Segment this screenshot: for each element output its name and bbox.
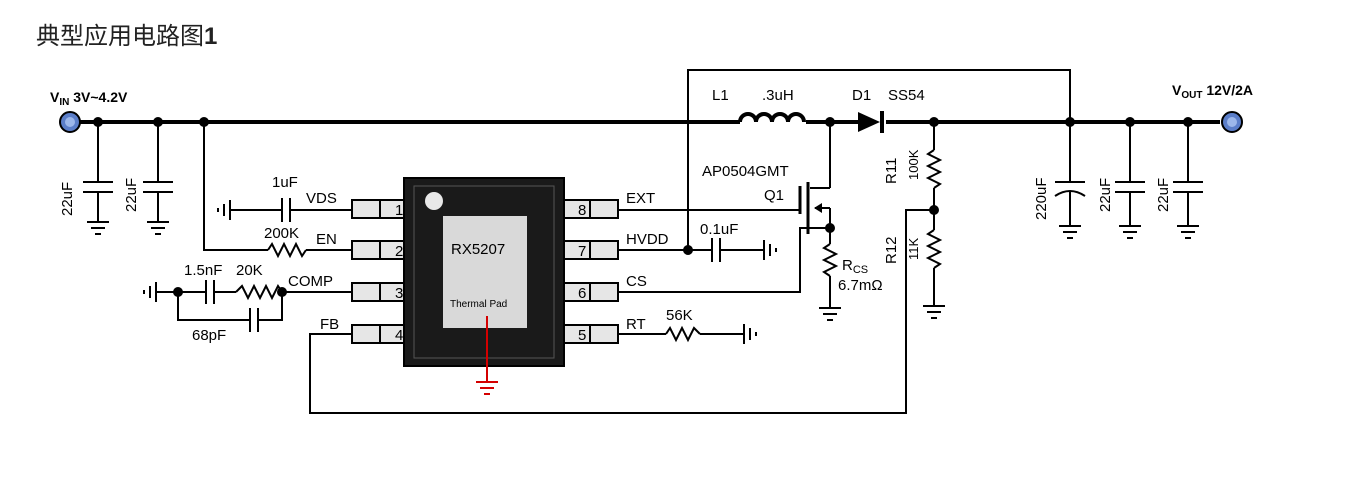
svg-text:3: 3: [395, 285, 403, 302]
resistor-r12: [923, 229, 945, 319]
feedback-wire: [309, 209, 934, 414]
cin2-label: 22uF: [123, 178, 140, 212]
rcs-label: RCS: [842, 257, 868, 276]
c-comp-label: 1.5nF: [184, 262, 222, 279]
thermal-pad-label: Thermal Pad: [450, 299, 507, 310]
output-capacitor-1: [1054, 122, 1086, 239]
pin-name-comp: COMP: [288, 273, 333, 290]
inductor-l1: [738, 112, 806, 123]
pin-5: 5: [563, 324, 619, 344]
svg-text:2: 2: [395, 243, 403, 260]
svg-text:5: 5: [578, 327, 586, 344]
output-capacitor-2: [1115, 122, 1145, 239]
vin-label: VIN 3V~4.2V: [50, 89, 128, 108]
vout-label: VOUT 12V/2A: [1172, 82, 1253, 101]
r-rt-label: 56K: [666, 307, 693, 324]
title-number: 1: [204, 23, 218, 50]
pin-name-en: EN: [316, 231, 337, 248]
pin-name-fb: FB: [320, 316, 339, 333]
svg-text:7: 7: [578, 243, 586, 260]
q1-part-label: AP0504GMT: [702, 163, 789, 180]
vds-capacitor: [217, 198, 352, 222]
cin1-label: 22uF: [59, 182, 76, 216]
svg-text:8: 8: [578, 202, 586, 219]
r-comp-label: 20K: [236, 262, 263, 279]
page-title: 典型应用电路图1: [36, 16, 217, 51]
q1-name-label: Q1: [764, 187, 784, 204]
pin-3: 3: [351, 282, 405, 302]
r11-value: 100K: [906, 149, 921, 180]
rcs-value: 6.7mΩ: [838, 277, 883, 294]
cout2-label: 22uF: [1097, 178, 1114, 212]
svg-text:6: 6: [578, 285, 586, 302]
pin-2: 2: [351, 240, 405, 260]
c-vds-label: 1uF: [272, 174, 298, 191]
l1-value: .3uH: [762, 87, 794, 104]
cout3-label: 22uF: [1155, 178, 1172, 212]
chip-pin1-marker: [425, 192, 443, 210]
pin-name-hvdd: HVDD: [626, 231, 669, 248]
r11-name: R11: [883, 158, 900, 184]
pin-1: 1: [351, 199, 405, 219]
hvdd-capacitor: [618, 70, 777, 262]
title-text: 典型应用电路图: [36, 22, 204, 50]
en-resistor: [267, 241, 352, 259]
mosfet-q1: [618, 122, 831, 234]
pin-name-vds: VDS: [306, 190, 337, 207]
pin-name-rt: RT: [626, 316, 646, 333]
vout-terminal: [1221, 111, 1243, 133]
chip-name: RX5207: [451, 241, 505, 258]
r12-value: 11K: [906, 238, 921, 260]
input-capacitor-1: [83, 122, 113, 235]
vin-terminal: [59, 111, 81, 133]
cout1-label: 220uF: [1033, 177, 1050, 220]
diode-d1: [858, 111, 884, 133]
c-comp2-label: 68pF: [192, 327, 226, 344]
en-feed-wire: [203, 122, 268, 251]
thermal-pad: [443, 216, 527, 328]
resistor-rcs: [819, 228, 841, 321]
chip-inner-border: [413, 185, 555, 359]
pin-4: 4: [351, 324, 405, 344]
svg-text:1: 1: [395, 202, 403, 219]
pin-8: 8: [563, 199, 619, 219]
pin-7: 7: [563, 240, 619, 260]
d1-name: D1: [852, 87, 871, 104]
comp-network: [143, 280, 352, 332]
pin-name-ext: EXT: [626, 190, 655, 207]
r12-name: R12: [883, 236, 900, 264]
rt-resistor: [618, 324, 757, 344]
input-capacitor-2: [143, 122, 173, 235]
pin-6: 6: [563, 282, 619, 302]
output-capacitor-3: [1173, 122, 1203, 239]
l1-name: L1: [712, 87, 729, 104]
thermal-ground-icon: [476, 381, 498, 395]
pin-name-cs: CS: [626, 273, 647, 290]
svg-text:4: 4: [395, 327, 403, 344]
resistor-r11: [925, 122, 943, 230]
d1-value: SS54: [888, 87, 925, 104]
r-en-label: 200K: [264, 225, 299, 242]
cs-sense-wire: [618, 227, 830, 293]
c-hvdd-label: 0.1uF: [700, 221, 738, 238]
